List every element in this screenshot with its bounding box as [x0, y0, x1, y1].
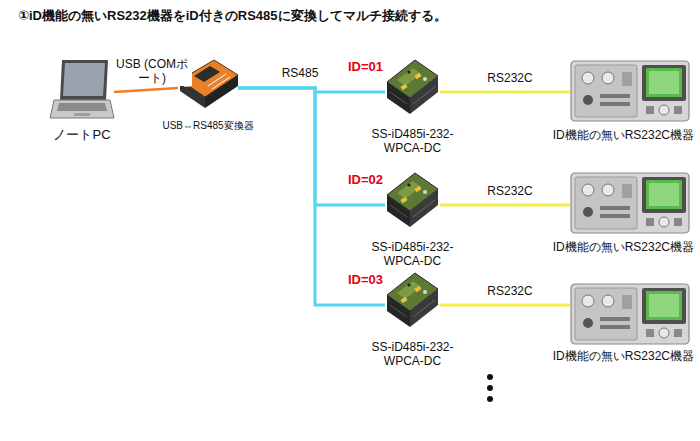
device-name: ID機能の無いRS232C機器: [553, 350, 694, 364]
cable-connector: [114, 88, 178, 92]
device-node: ID=01SS-iD485i-232- WPCA-DC: [385, 52, 440, 124]
cable-connector: [440, 204, 570, 207]
laptop-illustration: [50, 60, 114, 118]
cable-connector: [440, 304, 570, 307]
device-name: SS-iD485i-232- WPCA-DC: [365, 241, 461, 269]
diagram-title: ①iD機能の無いRS232機器をiD付きのRS485に変換してマルチ接続する。: [18, 7, 447, 25]
device-name: ID機能の無いRS232C機器: [553, 129, 694, 143]
machine-node: ID機能の無いRS232C機器: [570, 283, 690, 345]
cable-connector: [238, 88, 385, 205]
device-id-label: ID=02: [348, 173, 383, 188]
device-name: SS-iD485i-232- WPCA-DC: [365, 341, 461, 369]
cable-label: RS485: [280, 67, 321, 81]
device-node: ID=02SS-iD485i-232- WPCA-DC: [385, 165, 440, 237]
laptop-node: ノートPC: [50, 58, 114, 122]
cable-label: RS232C: [485, 185, 534, 199]
device-id-label: ID=03: [348, 273, 383, 288]
continuation-dots: [487, 374, 493, 402]
device-node: ID=03SS-iD485i-232- WPCA-DC: [385, 265, 440, 337]
converter-device-illustration: [387, 60, 438, 327]
cable-label: RS232C: [485, 285, 534, 299]
device-name: ノートPC: [53, 128, 110, 143]
cable-label: USB (COMポート): [112, 58, 192, 86]
device-name: SS-iD485i-232- WPCA-DC: [365, 128, 461, 156]
machine-node: ID機能の無いRS232C機器: [570, 172, 690, 234]
rs232c-machine-illustration: [571, 61, 689, 344]
machine-node: ID機能の無いRS232C機器: [570, 60, 690, 124]
cable-connector: [238, 88, 385, 305]
device-name: ID機能の無いRS232C機器: [553, 241, 694, 255]
cable-label: RS232C: [485, 72, 534, 86]
cable-connector: [440, 91, 570, 94]
device-name: USB⇔RS485変換器: [162, 120, 253, 132]
device-id-label: ID=01: [348, 60, 383, 75]
